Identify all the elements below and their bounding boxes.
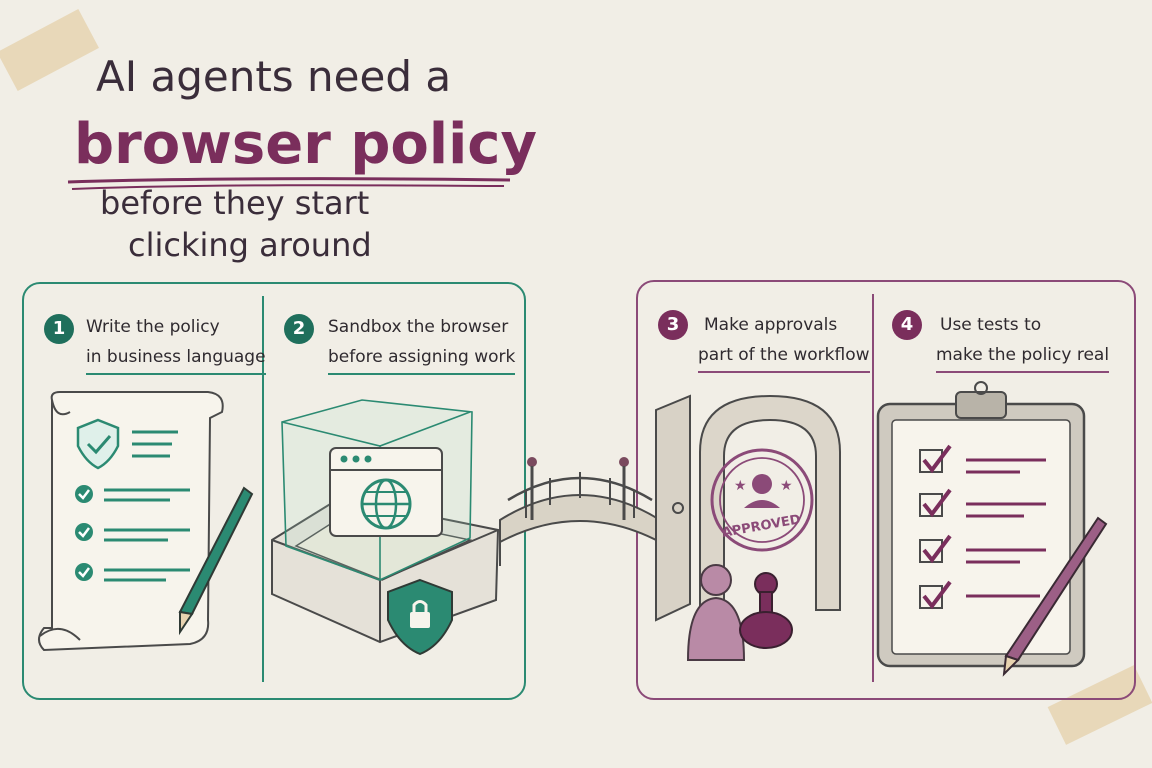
divider-right <box>872 294 874 682</box>
step-1-label: Write the policy in business language <box>86 312 266 375</box>
step-3-label: Make approvals part of the workflow <box>698 310 870 373</box>
step-3-line-1: Make approvals <box>704 315 838 335</box>
step-4-line-1: Use tests to <box>940 315 1042 335</box>
approval-door-icon: ★ ★ APPROVED <box>655 394 841 661</box>
step-4-number: 4 <box>892 310 922 340</box>
clipboard-checklist-icon <box>876 381 1108 677</box>
title-line-4: clicking around <box>128 226 372 264</box>
step-3-line-2: part of the workflow <box>698 340 870 373</box>
title-underline <box>67 177 511 190</box>
step-2-label: Sandbox the browser before assigning wor… <box>328 312 516 375</box>
step-3-number: 3 <box>658 310 688 340</box>
approved-stamp-text: APPROVED <box>721 512 802 541</box>
step-2-line-2: before assigning work <box>328 342 516 375</box>
step-1-line-1: Write the policy <box>86 317 220 337</box>
divider-left <box>262 296 264 682</box>
step-4-line-2: make the policy real <box>936 340 1110 373</box>
panel-approval-steps <box>636 280 1136 700</box>
title-line-1: AI agents need a <box>96 52 452 101</box>
step-2-number: 2 <box>284 314 314 344</box>
bridge-icon <box>499 457 661 566</box>
svg-text:★: ★ <box>734 478 747 494</box>
step-1-line-2: in business language <box>86 342 266 375</box>
sandbox-browser-icon <box>271 399 500 656</box>
step-4-label: Use tests to make the policy real <box>936 310 1110 373</box>
policy-scroll-icon <box>38 391 254 652</box>
step-1-number: 1 <box>44 314 74 344</box>
title-line-3: before they start <box>100 184 370 222</box>
step-2-line-1: Sandbox the browser <box>328 317 509 337</box>
title-highlight: browser policy <box>74 112 537 177</box>
svg-text:★: ★ <box>780 478 793 494</box>
